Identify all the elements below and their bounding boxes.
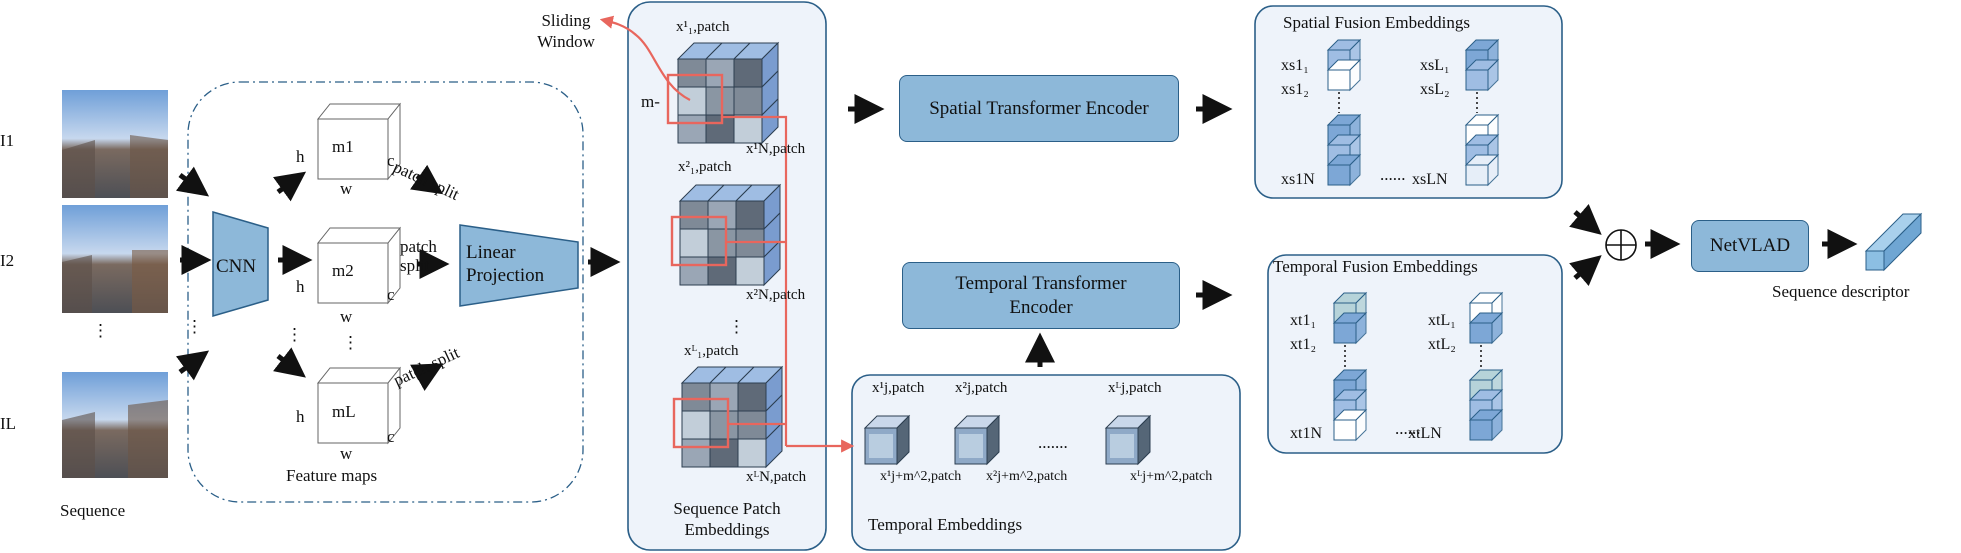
patch-cube-L [680,365,784,469]
frame-ellipsis: ⋮ [92,321,109,340]
sliding-window-lines [599,15,855,453]
map-h-2: h [296,277,305,296]
feature-maps-region [187,81,584,503]
linear-projection-block [459,224,579,307]
spatial-stack-1 [1326,38,1362,187]
patch-label-2-N: x²N,patch [746,287,806,303]
temporal-dots: ....... [1038,433,1068,452]
sliding-window-label: Sliding Window [537,11,595,52]
temporal-stack-1 [1332,291,1368,442]
cnn-label: CNN [216,256,257,277]
temporal-transformer-encoder: Temporal Transformer Encoder [902,262,1180,329]
map-w-2: w [340,307,353,326]
map-c-2: c [387,285,395,304]
temporal-fusion-label-1-N: xt1N [1290,425,1322,442]
temporal-fusion-dots: ...... [1395,419,1421,438]
sequence-descriptor-icon [1864,212,1923,272]
spatial-label-1-2: xs1₂ [1281,81,1309,98]
temporal-cube-1 [863,414,911,466]
map-w-L: w [340,444,353,463]
flow-arrows [175,94,1858,391]
map-c-1: c [387,151,395,170]
patch-cubes [676,41,784,469]
map-w-1: w [340,179,353,198]
spatial-encoder-label: Spatial Transformer Encoder [929,97,1149,119]
map-h-L: h [296,407,305,426]
temporal-bottom-label-L: xᴸj+m^2,patch [1130,469,1213,484]
patch-split-2: patch split [400,237,437,275]
temporal-encoder-label: Temporal Transformer Encoder [955,272,1127,318]
temporal-stack-L [1468,291,1504,442]
netvlad-block: NetVLAD [1691,220,1809,272]
feature-map-cubes [316,102,402,445]
spatial-label-L-2: xsL₂ [1420,81,1450,98]
map-h-1: h [296,147,305,166]
temporal-bottom-label-1: x¹j+m^2,patch [880,469,962,484]
temporal-top-label-L: xᴸj,patch [1108,380,1162,396]
spatial-fusion-panel [1254,5,1563,199]
patch-cube-1 [676,41,780,145]
feature-maps-caption: Feature maps [286,466,378,485]
temporal-fusion-label-L-N: xtLN [1408,425,1442,442]
spatial-label-L-1: xsL₁ [1420,57,1450,74]
temporal-fusion-label-L-1: xtL₁ [1428,312,1456,329]
frame-label-1: I1 [0,131,15,150]
spatial-fusion-title: Spatial Fusion Embeddings [1283,13,1470,32]
spatial-label-L-N: xsLN [1412,171,1448,188]
temporal-cube-2 [953,414,1001,466]
frame-label-L: IL [0,414,17,433]
sequence-descriptor-caption: Sequence descriptor [1772,282,1910,301]
map-name-L: mL [332,402,356,421]
patch-ellipsis: ⋮ [728,317,745,336]
sequence-patch-caption: Sequence Patch Embeddings [673,499,781,540]
temporal-fusion-label-L-2: xtL₂ [1428,336,1456,353]
frame-label-2: I2 [0,251,15,270]
m-label: m- [641,92,660,111]
temporal-cube-L [1104,414,1152,466]
patch-label-1-1: x¹₁,patch [676,19,730,35]
patch-label-1-N: x¹N,patch [746,141,806,157]
patch-label-L-1: xᴸ₁,patch [684,343,739,359]
map-name-1: m1 [332,137,354,156]
patch-cube-2 [678,183,782,287]
spatial-label-1-1: xs1₁ [1281,57,1309,74]
cnn-block [212,211,269,317]
temporal-embedding-cubes [863,414,1152,466]
patch-label-L-N: xᴸN,patch [746,469,807,485]
temporal-bottom-label-2: x²j+m^2,patch [986,469,1068,484]
sequence-caption: Sequence [60,501,126,520]
temporal-embeddings-caption: Temporal Embeddings [868,515,1023,534]
temporal-fusion-label-1-2: xt1₂ [1290,336,1317,353]
spatial-stack-L [1464,38,1500,187]
patch-label-2-1: x²₁,patch [678,159,732,175]
temporal-fusion-title: Temporal Fusion Embeddings [1273,257,1478,276]
spatial-dots: ...... [1380,165,1406,184]
maps-ellipsis-left: ⋮ [286,325,303,344]
temporal-top-label-1: x¹j,patch [872,380,925,396]
fusion-embedding-stacks [1326,38,1504,442]
map-name-2: m2 [332,261,354,280]
temporal-fusion-label-1-1: xt1₁ [1290,312,1317,329]
sequence-frames [62,90,168,478]
netvlad-label: NetVLAD [1709,235,1791,257]
spatial-label-1-N: xs1N [1281,171,1315,188]
linear-projection-label: Linear Projection [466,242,545,286]
map-c-L: c [387,427,395,446]
spatial-transformer-encoder: Spatial Transformer Encoder [899,75,1179,142]
maps-ellipsis-mid: ⋮ [342,333,359,352]
cnn-input-ellipsis: ⋮ [186,317,203,336]
temporal-top-label-2: x²j,patch [955,380,1008,396]
